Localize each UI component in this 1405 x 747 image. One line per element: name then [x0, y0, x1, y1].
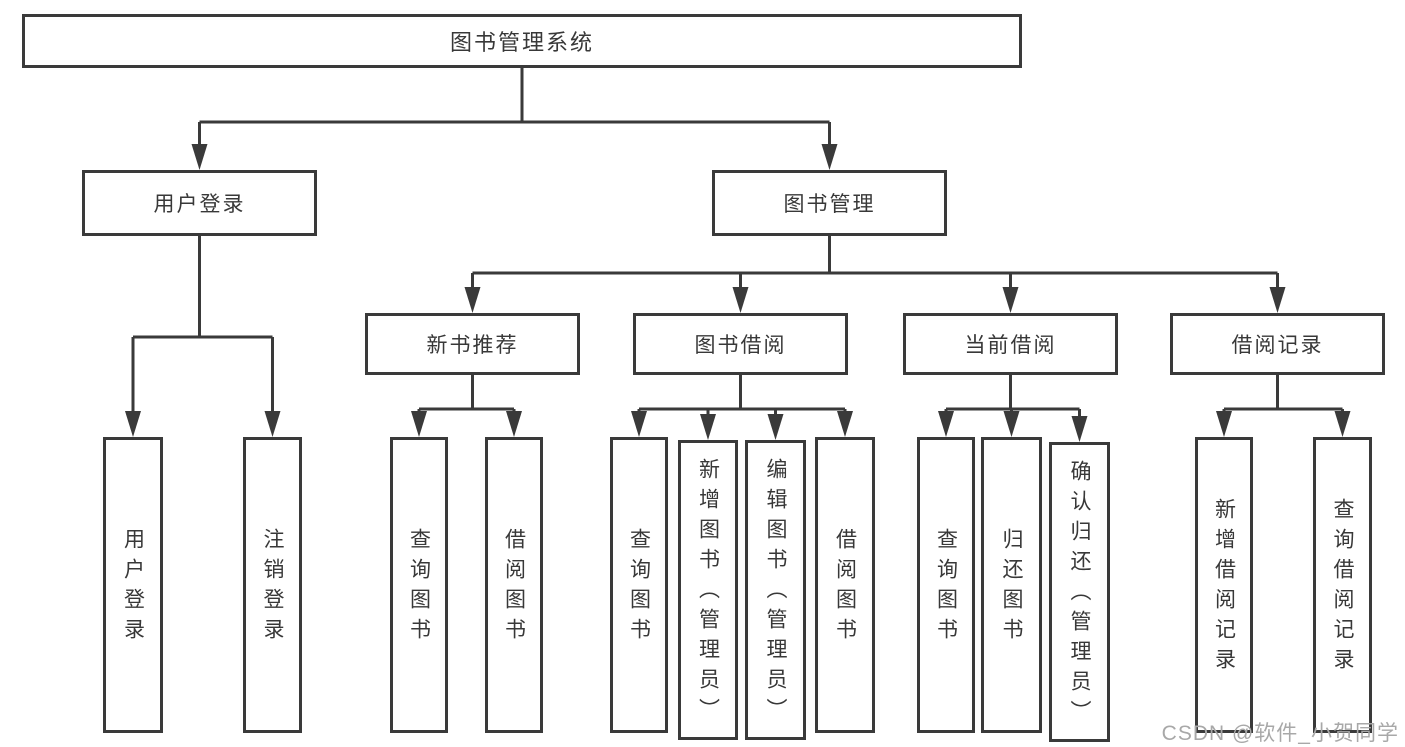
leaf-confirm-return-admin: 确认归还（管理员）	[1049, 442, 1110, 742]
leaf-add-borrow-record: 新增借阅记录	[1195, 437, 1253, 733]
arrow-down-icon	[837, 411, 853, 437]
arrow-down-icon	[125, 411, 141, 437]
arrow-down-icon	[411, 411, 427, 437]
arrow-down-icon	[767, 414, 784, 440]
leaf-user-login: 用户登录	[103, 437, 163, 733]
leaf-query-books-current: 查询图书	[917, 437, 975, 733]
arrow-down-icon	[506, 411, 522, 437]
node-borrow-records: 借阅记录	[1170, 313, 1385, 375]
leaf-return-books: 归还图书	[981, 437, 1042, 733]
arrow-down-icon	[191, 144, 208, 170]
node-user-login: 用户登录	[82, 170, 317, 236]
csdn-watermark: CSDN @软件_小贺同学	[1161, 722, 1399, 745]
leaf-logout-login: 注销登录	[243, 437, 302, 733]
arrow-down-icon	[1002, 287, 1019, 313]
arrow-down-icon	[631, 411, 647, 437]
arrow-down-icon	[732, 287, 749, 313]
arrow-down-icon	[938, 411, 954, 437]
arrow-down-icon	[1003, 411, 1020, 437]
arrow-down-icon	[1269, 287, 1286, 313]
leaf-borrow-books-recommend: 借阅图书	[485, 437, 543, 733]
node-book-borrow: 图书借阅	[633, 313, 848, 375]
leaf-edit-books-admin: 编辑图书（管理员）	[745, 440, 806, 740]
connector-lines	[131, 68, 1344, 422]
connector-arrowheads	[125, 144, 1351, 442]
node-library-management-system: 图书管理系统	[22, 14, 1022, 68]
arrow-down-icon	[1216, 411, 1232, 437]
leaf-query-books-recommend: 查询图书	[390, 437, 448, 733]
arrow-down-icon	[821, 144, 838, 170]
leaf-query-borrow-record: 查询借阅记录	[1313, 437, 1372, 733]
leaf-add-books-admin: 新增图书（管理员）	[678, 440, 738, 740]
node-current-borrow: 当前借阅	[903, 313, 1118, 375]
leaf-query-books-borrow: 查询图书	[610, 437, 668, 733]
arrow-down-icon	[264, 411, 281, 437]
arrow-down-icon	[1334, 411, 1351, 437]
arrow-down-icon	[1071, 416, 1088, 442]
node-new-book-recommend: 新书推荐	[365, 313, 580, 375]
arrow-down-icon	[464, 287, 481, 313]
leaf-borrow-books: 借阅图书	[815, 437, 875, 733]
arrow-down-icon	[700, 414, 716, 440]
node-book-management: 图书管理	[712, 170, 947, 236]
